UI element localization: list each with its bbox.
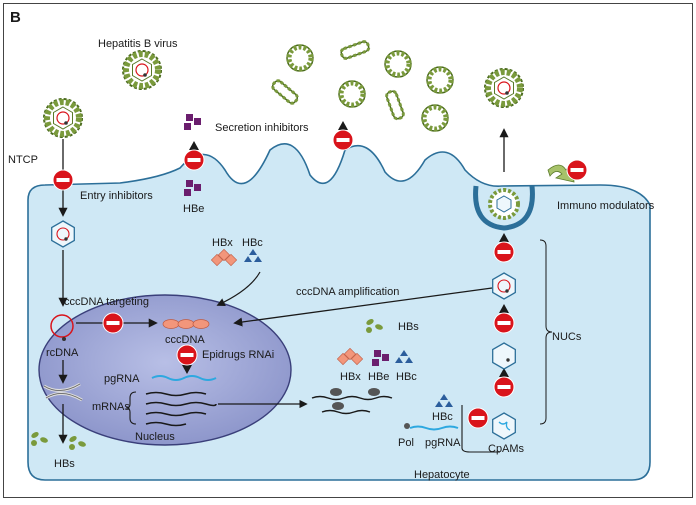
- mrnas-brace: [125, 391, 137, 425]
- label-pol: Pol: [398, 437, 414, 449]
- label-hbc-top: HBc: [242, 237, 263, 249]
- label-rcdna: rcDNA: [46, 347, 79, 359]
- label-cccdna-amplification: cccDNA amplification: [296, 286, 399, 298]
- inhibitor-sign-icon: [566, 159, 588, 181]
- label-immuno-modulators: Immuno modulators: [557, 200, 655, 212]
- inhibitor-sign-icon: [467, 407, 489, 429]
- capsid-icon: [492, 272, 516, 300]
- label-hbs-bottom: HBs: [54, 458, 75, 470]
- label-hepatocyte: Hepatocyte: [414, 469, 470, 481]
- recycle-arrow-icon: [547, 160, 575, 183]
- label-entry-inhibitors: Entry inhibitors: [80, 190, 153, 202]
- capsid-icon: [492, 342, 516, 370]
- subviral-sphere-icon: [287, 45, 313, 71]
- inhibitor-sign-icon: [52, 169, 74, 191]
- label-ntcp: NTCP: [8, 154, 38, 166]
- label-hbe-mid: HBe: [368, 371, 389, 383]
- budding-vesicle: [473, 185, 535, 231]
- label-cpams: CpAMs: [488, 443, 525, 455]
- label-hbc-right: HBc: [432, 411, 453, 423]
- label-mrnas: mRNAs: [92, 401, 130, 413]
- virus-particle-icon: [44, 99, 82, 137]
- label-nucleus: Nucleus: [135, 431, 175, 443]
- subviral-sphere-icon: [422, 105, 448, 131]
- label-hbe-secreted: HBe: [183, 203, 204, 215]
- label-hbx-top: HBx: [212, 237, 233, 249]
- label-hbx-mid: HBx: [340, 371, 361, 383]
- nucleus-ellipse: [38, 294, 292, 446]
- subviral-sphere-icon: [339, 81, 365, 107]
- inhibitor-sign-icon: [102, 312, 124, 334]
- capsid-icon: [51, 220, 75, 248]
- label-pgrna-nucleus: pgRNA: [104, 373, 140, 385]
- label-pgrna-cyto: pgRNA: [425, 437, 461, 449]
- hbx-hbc-arrow: [216, 271, 261, 306]
- label-cccdna: cccDNA: [165, 334, 205, 346]
- capsid-icon: [496, 195, 512, 213]
- pgrna-strand: [151, 375, 217, 381]
- subviral-sphere-icon: [385, 51, 411, 77]
- label-hepatitis-b-virus: Hepatitis B virus: [98, 38, 178, 50]
- nucs-brace: [539, 239, 553, 425]
- label-nucs: NUCs: [552, 331, 582, 343]
- translated-mrna: [311, 395, 393, 401]
- virus-particle-icon: [485, 69, 523, 107]
- panel-letter: B: [10, 9, 21, 26]
- label-secretion-inhibitors: Secretion inhibitors: [215, 122, 309, 134]
- pgrna-cyto-strand: [409, 425, 459, 431]
- label-hbc-mid: HBc: [396, 371, 417, 383]
- label-cccdna-targeting: cccDNA targeting: [64, 296, 149, 308]
- virus-particle-icon: [123, 51, 161, 89]
- label-hbs-mid: HBs: [398, 321, 419, 333]
- amplification-arrow: [233, 287, 493, 327]
- label-epidrugs-rnai: Epidrugs RNAi: [202, 349, 274, 361]
- subviral-sphere-icon: [427, 67, 453, 93]
- capsid-icon: [492, 412, 516, 440]
- rcdna-circle: [50, 314, 74, 338]
- cccdna-minichromosome: [162, 319, 210, 329]
